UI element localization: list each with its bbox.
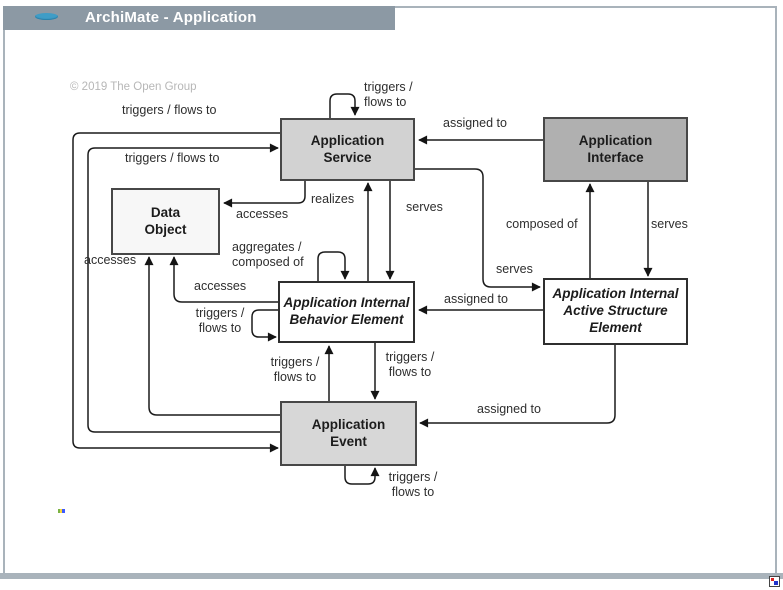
edge-label-as-assigned-event: assigned to (477, 402, 541, 416)
edge-event-accesses-dataobject (144, 256, 280, 416)
edge-label-behavior-self-loop: triggers / flows to (195, 306, 245, 336)
edge-label-as-assigned-behavior: assigned to (444, 292, 508, 306)
edge-label-event-triggers-behavior: triggers / flows to (270, 355, 320, 385)
edge-label-event-accesses: accesses (84, 253, 137, 267)
node-application-event: Application Event (280, 401, 417, 466)
edge-label-interface-assigned: assigned to (443, 116, 507, 130)
node-application-service: Application Service (280, 118, 415, 181)
edge-behavior-triggers-loop (251, 309, 278, 342)
edge-label-service-serves-as: serves (496, 262, 533, 276)
edge-label-service-accesses: accesses (236, 207, 289, 221)
edge-service-triggers-event (72, 132, 280, 453)
edge-label-realizes: realizes (311, 192, 355, 206)
edge-label-composed-of: composed of (506, 217, 578, 231)
node-label: Application Internal Behavior Element (283, 295, 410, 327)
edge-label-service-self-loop: triggers / flows to (364, 80, 413, 110)
title-oval-icon (35, 13, 58, 20)
edge-label-serves-behavior: serves (406, 200, 443, 214)
node-label: Application Interface (578, 132, 653, 165)
node-label: Data Object (144, 204, 187, 237)
window-title-bar: ArchiMate - Application (3, 6, 395, 30)
node-label: Application Service (310, 132, 385, 165)
edge-behavior-accesses-dataobject (169, 256, 278, 303)
edge-service-accesses-dataobject (223, 181, 306, 208)
bottom-border-strip (0, 573, 783, 579)
edge-label-event-self-loop: triggers / flows to (388, 470, 438, 500)
edge-label-interface-serves: serves (651, 217, 688, 231)
node-data-object: Data Object (111, 188, 220, 255)
edge-behavior-aggregates-loop (317, 251, 350, 281)
edge-label-service-triggers-event: triggers / flows to (122, 103, 217, 117)
node-application-interface: Application Interface (543, 117, 688, 182)
edge-label-behavior-triggers-event: triggers / flows to (385, 350, 435, 380)
node-application-internal-active-structure-element: Application Internal Active Structure El… (543, 278, 688, 345)
edge-event-triggers-service (87, 143, 280, 433)
window-title: ArchiMate - Application (85, 9, 257, 26)
broken-image-icon (769, 576, 780, 587)
color-artifact-mark (58, 509, 65, 513)
edge-activestructure-assigned-event (419, 345, 616, 428)
node-application-internal-behavior-element: Application Internal Behavior Element (278, 281, 415, 343)
edge-label-event-triggers-service: triggers / flows to (125, 151, 220, 165)
copyright-text: © 2019 The Open Group (70, 81, 197, 93)
edge-label-behavior-accesses: accesses (194, 279, 247, 293)
broken-image-blue-dot (774, 581, 778, 585)
edge-service-self-loop (329, 93, 360, 118)
edge-service-serves-activestructure (415, 168, 541, 292)
edge-event-self-loop (344, 466, 380, 485)
node-label: Application Internal Active Structure El… (552, 286, 679, 335)
broken-image-red-dot (771, 578, 774, 581)
edge-label-aggregates-composedof: aggregates / composed of (232, 240, 304, 270)
node-label: Application Event (311, 416, 386, 449)
